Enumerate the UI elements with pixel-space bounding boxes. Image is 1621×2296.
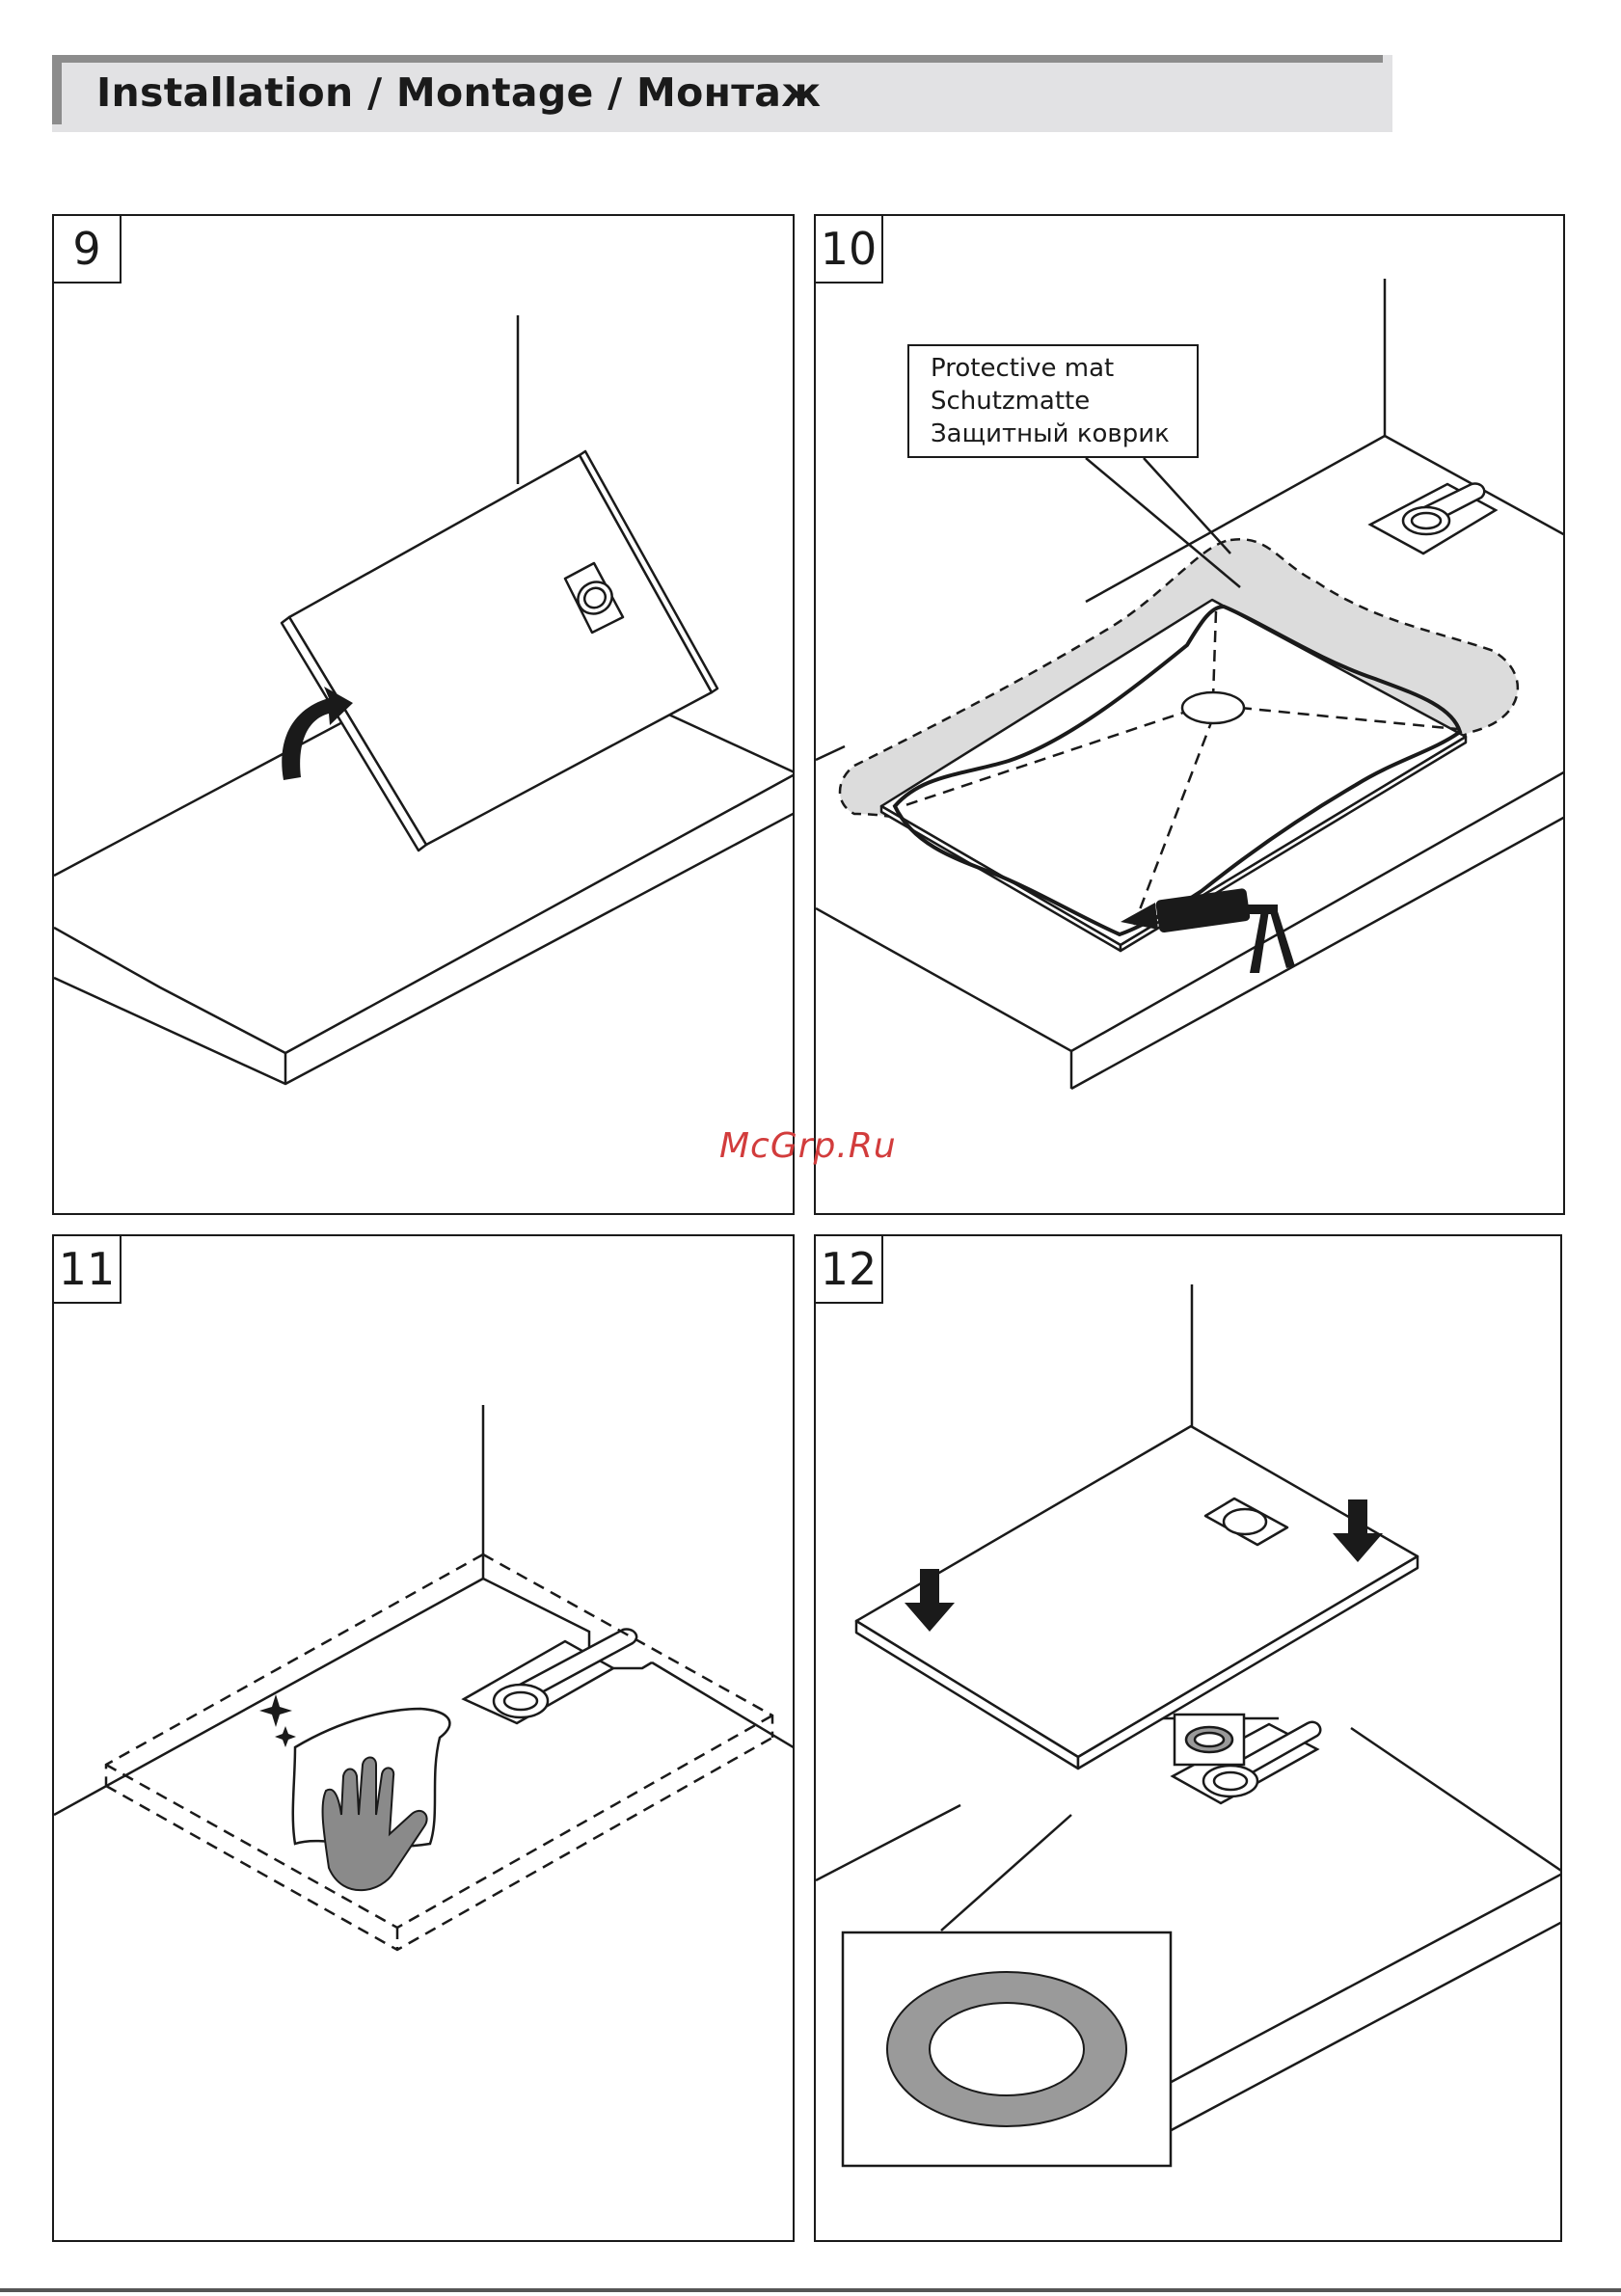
step-number-9: 9 (54, 216, 122, 284)
rotate-arrow-icon (282, 687, 353, 780)
step-panel-12: 12 (814, 1234, 1562, 2242)
protective-mat-label: Protective mat Schutzmatte Защитный ковр… (907, 344, 1199, 458)
page-title: Installation / Montage / Монтаж (96, 69, 821, 116)
header-accent-bar (52, 55, 62, 124)
bottom-rule (0, 2288, 1621, 2292)
step-11-illustration (54, 1236, 795, 2242)
label-line-ru: Защитный коврик (931, 418, 1197, 450)
step-12-illustration (816, 1236, 1562, 2242)
step-panel-9: 9 (52, 214, 795, 1215)
step-9-illustration (54, 216, 795, 1215)
sparkle-icon (259, 1694, 296, 1747)
gasket-ring-icon (887, 1972, 1126, 2126)
label-line-de: Schutzmatte (931, 385, 1197, 418)
watermark: McGrp.Ru (719, 1126, 897, 1166)
step-number-10: 10 (816, 216, 883, 284)
header-accent-line (52, 55, 1383, 63)
label-line-en: Protective mat (931, 352, 1197, 385)
cleaning-hand-icon (293, 1709, 450, 1890)
step-panel-10: 10 Protective mat Schutzmatte Защитный к… (814, 214, 1565, 1215)
step-number-12: 12 (816, 1236, 883, 1304)
step-panel-11: 11 (52, 1234, 795, 2242)
step-number-11: 11 (54, 1236, 122, 1304)
